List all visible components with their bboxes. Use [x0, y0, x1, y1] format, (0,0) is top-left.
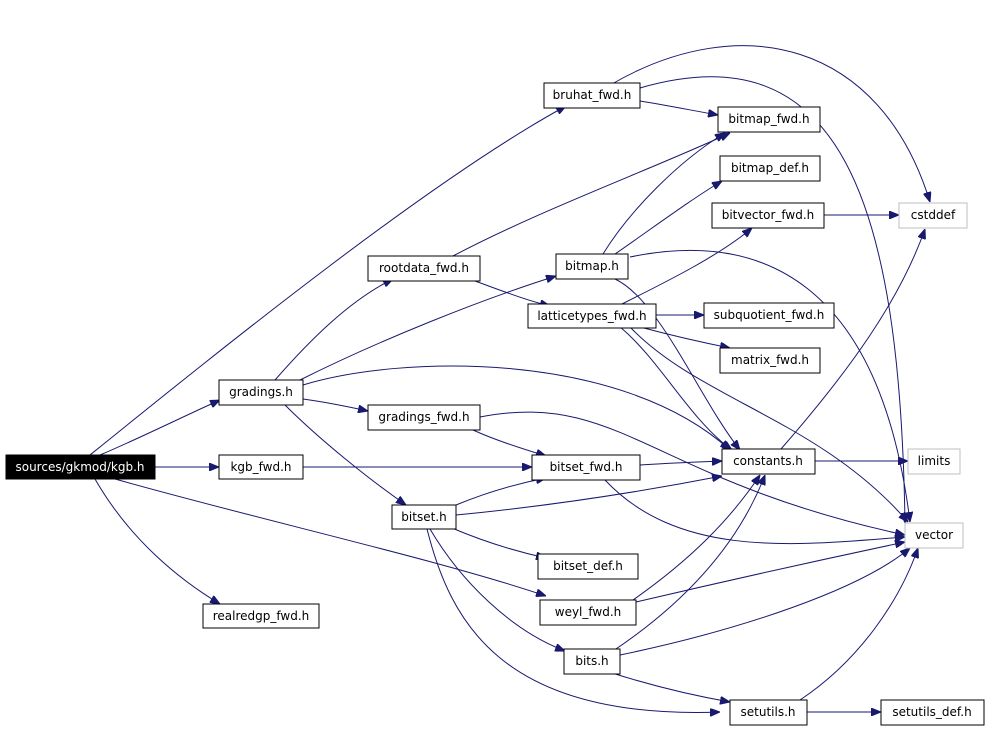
node-label: weyl_fwd.h: [555, 605, 622, 619]
node-label: gradings_fwd.h: [378, 410, 469, 424]
node-bitmap[interactable]: bitmap.h: [555, 253, 629, 280]
edge-gradings-rootdata_fwd: [274, 279, 393, 381]
node-label: rootdata_fwd.h: [379, 261, 469, 275]
node-label: limits: [918, 454, 951, 468]
node-bits[interactable]: bits.h: [563, 648, 621, 675]
node-label: sources/gkmod/kgb.h: [15, 460, 144, 474]
edge-bitmap-vector: [629, 250, 910, 522]
node-label: bits.h: [575, 654, 608, 668]
edge-setutils-vector: [799, 548, 918, 701]
edge-kgb-gradings: [99, 400, 220, 456]
edge-weyl_fwd-vector: [635, 542, 905, 603]
edge-gradings-bitmap: [299, 276, 556, 381]
node-realredgp-fwd[interactable]: realredgp_fwd.h: [202, 603, 320, 629]
edge-latticetypes_fwd-bitvector_fwd: [621, 228, 752, 305]
node-setutils-def[interactable]: setutils_def.h: [880, 699, 985, 726]
node-label: bitmap_def.h: [731, 161, 809, 175]
node-label: setutils_def.h: [892, 705, 971, 719]
node-kgb-fwd[interactable]: kgb_fwd.h: [218, 454, 304, 480]
node-label: constants.h: [733, 454, 803, 468]
edge-gradings-gradings_fwd: [302, 398, 368, 411]
edge-bruhat_fwd-bitmap_fwd: [639, 100, 718, 115]
edge-bits-vector: [619, 548, 910, 656]
nodes: sources/gkmod/kgb.h realredgp_fwd.h grad…: [5, 82, 985, 726]
edge-bitset-constants: [455, 476, 722, 516]
node-label: bitmap_fwd.h: [728, 112, 809, 126]
node-bitset-fwd[interactable]: bitset_fwd.h: [531, 454, 641, 481]
node-latticetypes-fwd[interactable]: latticetypes_fwd.h: [527, 303, 657, 329]
node-gradings-fwd[interactable]: gradings_fwd.h: [367, 404, 481, 431]
node-label: cstddef: [911, 208, 956, 222]
node-bitset-def[interactable]: bitset_def.h: [537, 553, 639, 580]
edge-gradings_fwd-vector: [479, 411, 905, 535]
node-gradings[interactable]: gradings.h: [218, 379, 304, 406]
edge-rootdata_fwd-bitmap_fwd: [452, 133, 730, 257]
node-label: setutils.h: [741, 705, 796, 719]
node-cstddef[interactable]: cstddef: [898, 202, 968, 229]
edge-latticetypes_fwd-vector: [629, 326, 908, 522]
node-label: bitset_def.h: [553, 559, 623, 573]
edge-bitset-bits: [429, 528, 565, 651]
node-bitset[interactable]: bitset.h: [391, 504, 457, 530]
node-label: realredgp_fwd.h: [213, 609, 310, 623]
node-bitmap-fwd[interactable]: bitmap_fwd.h: [717, 106, 821, 133]
node-rootdata-fwd[interactable]: rootdata_fwd.h: [367, 255, 481, 282]
node-label: latticetypes_fwd.h: [537, 309, 646, 323]
node-label: gradings.h: [229, 385, 293, 399]
edge-kgb-realredgp_fwd: [94, 478, 220, 604]
node-setutils[interactable]: setutils.h: [729, 699, 808, 726]
edge-gradings-bitset: [284, 404, 406, 505]
node-label: matrix_fwd.h: [731, 353, 809, 367]
edge-latticetypes_fwd-constants: [619, 326, 732, 450]
node-limits[interactable]: limits: [907, 448, 961, 475]
edges: [89, 45, 930, 713]
edge-bitset-bitset_fwd: [455, 478, 546, 506]
edge-bitset_fwd-vector: [604, 479, 905, 545]
edge-bitmap-bitmap_def: [614, 181, 722, 255]
node-subquotient-fwd[interactable]: subquotient_fwd.h: [703, 302, 835, 329]
node-matrix-fwd[interactable]: matrix_fwd.h: [719, 347, 821, 374]
edge-bruhat_fwd-cstddef: [611, 45, 930, 202]
edge-bitset_fwd-constants: [639, 461, 722, 466]
edge-bits-constants: [609, 475, 765, 654]
edge-bitmap-bitmap_fwd: [602, 133, 725, 255]
edge-bruhat_fwd-vector: [639, 76, 905, 523]
node-label: bruhat_fwd.h: [553, 88, 632, 102]
node-bruhat-fwd[interactable]: bruhat_fwd.h: [543, 82, 641, 109]
edge-gradings-constants: [302, 365, 730, 450]
node-label: bitmap.h: [565, 259, 619, 273]
edge-latticetypes_fwd-matrix_fwd: [639, 326, 730, 348]
node-label: bitset.h: [401, 510, 446, 524]
edge-bitset-setutils: [426, 528, 720, 712]
node-bitvector-fwd[interactable]: bitvector_fwd.h: [711, 202, 825, 229]
node-weyl-fwd[interactable]: weyl_fwd.h: [539, 599, 637, 626]
edge-weyl_fwd-constants: [632, 475, 760, 601]
node-label: bitset_fwd.h: [550, 460, 623, 474]
edge-bitset-bitset_def: [451, 527, 546, 558]
edge-rootdata_fwd-latticetypes_fwd: [474, 280, 550, 306]
edge-constants-cstddef: [780, 229, 925, 450]
node-kgb-root[interactable]: sources/gkmod/kgb.h: [5, 454, 156, 480]
node-label: subquotient_fwd.h: [714, 308, 825, 322]
edge-kgb-bruhat_fwd: [89, 106, 566, 456]
edge-gradings_fwd-bitset_fwd: [472, 429, 546, 456]
node-label: bitvector_fwd.h: [722, 208, 815, 222]
node-bitmap-def[interactable]: bitmap_def.h: [719, 155, 821, 182]
node-constants[interactable]: constants.h: [721, 448, 816, 475]
edge-bits-setutils: [611, 672, 730, 702]
node-label: vector: [915, 528, 953, 542]
edge-bitmap-constants: [614, 278, 740, 450]
node-vector[interactable]: vector: [904, 522, 964, 549]
edge-kgb-weyl_fwd: [114, 478, 546, 596]
node-label: kgb_fwd.h: [230, 460, 291, 474]
